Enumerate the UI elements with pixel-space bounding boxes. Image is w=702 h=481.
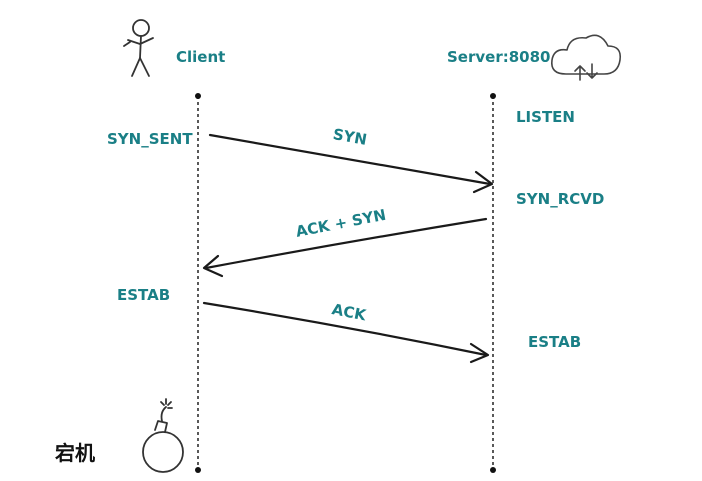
server-state-syn-rcvd: SYN_RCVD	[516, 190, 605, 208]
ack-arrow	[202, 301, 490, 364]
crash-label: 宕机	[55, 441, 95, 465]
server-state-listen: LISTEN	[516, 108, 575, 126]
stick-figure-icon	[123, 19, 154, 77]
syn-arrow	[208, 133, 494, 194]
client-state-syn-sent: SYN_SENT	[107, 130, 193, 148]
server-lifeline	[490, 93, 496, 473]
server-label: Server:8080	[447, 48, 551, 66]
client-state-estab: ESTAB	[117, 286, 171, 304]
bomb-icon	[142, 398, 184, 473]
server-state-estab: ESTAB	[528, 333, 582, 351]
ack-syn-arrow	[202, 217, 488, 278]
cloud-icon	[550, 34, 622, 81]
client-lifeline	[195, 93, 201, 473]
client-label: Client	[176, 48, 226, 66]
